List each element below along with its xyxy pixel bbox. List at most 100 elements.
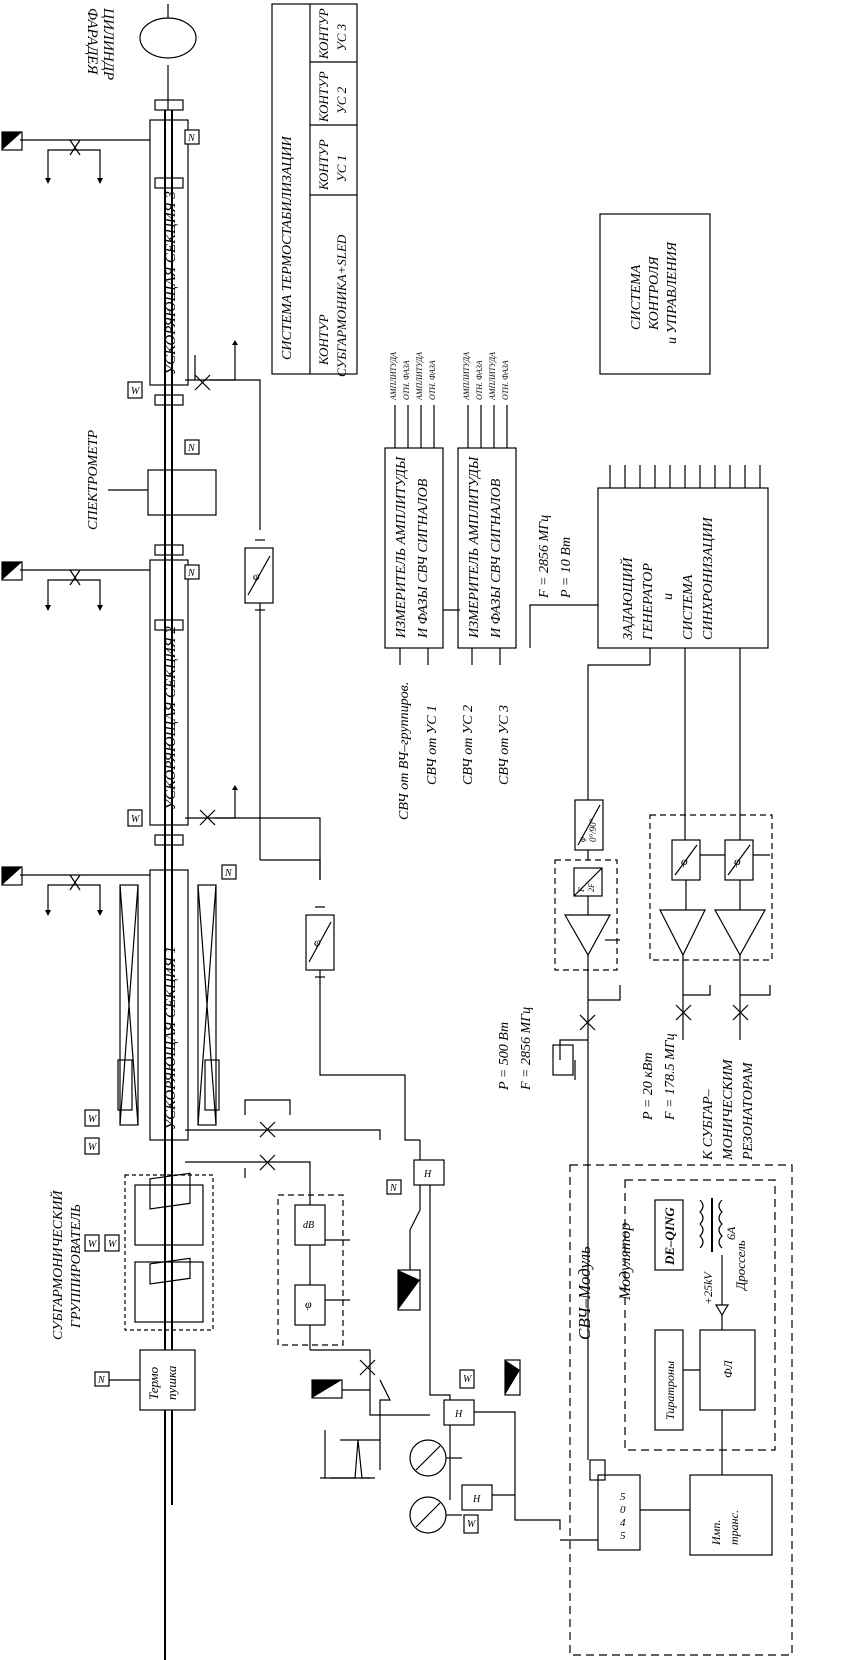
- svg-text:φ: φ: [681, 854, 688, 868]
- rf-module: СВЧ–Модуль Модулятор DE–QING +25kV 6A Др…: [569, 1164, 793, 1656]
- control-system-box: СИСТЕМА КОНТРОЛЯ и УПРАВЛЕНИЯ: [599, 213, 711, 375]
- pulse-shape-inset: [320, 1430, 375, 1479]
- svg-text:φ: φ: [734, 854, 741, 868]
- rf-chain-upper: φ 0°/90° F 2F: [552, 799, 621, 1460]
- svg-text:Имп.: Имп.: [709, 1520, 723, 1546]
- thermo-col-4b: УС 3: [334, 23, 349, 51]
- svg-text:W: W: [108, 1239, 118, 1250]
- svg-text:dB: dB: [303, 1220, 314, 1231]
- meter-block-1: ИЗМЕРИТЕЛЬ АМПЛИТУДЫ И ФАЗЫ СВЧ СИГНАЛОВ: [384, 447, 444, 649]
- svg-text:W: W: [88, 1114, 98, 1125]
- svg-text:ОТН. ФАЗА: ОТН. ФАЗА: [501, 360, 510, 400]
- svg-text:ИЗМЕРИТЕЛЬ АМПЛИТУДЫ: ИЗМЕРИТЕЛЬ АМПЛИТУДЫ: [394, 456, 409, 639]
- svg-text:6A: 6A: [724, 1226, 738, 1240]
- svg-text:Тиратроны: Тиратроны: [663, 1361, 677, 1420]
- svg-text:и: и: [661, 593, 676, 600]
- svg-text:ГРУППИРОВАТЕЛЬ: ГРУППИРОВАТЕЛЬ: [69, 1204, 84, 1329]
- phase-shifter-s1: φ: [305, 906, 420, 1141]
- meter-block-2: ИЗМЕРИТЕЛЬ АМПЛИТУДЫ И ФАЗЫ СВЧ СИГНАЛОВ: [457, 447, 517, 649]
- svg-text:W: W: [88, 1142, 98, 1153]
- svg-text:φ: φ: [577, 837, 587, 842]
- svch-inputs-labels: СВЧ от ВЧ–группиров. СВЧ от УС 1 СВЧ от …: [397, 682, 512, 820]
- svg-text:5: 5: [620, 1530, 626, 1542]
- quad-marker-upper: W: [127, 381, 143, 399]
- svg-text:АМПЛИТУДА: АМПЛИТУДА: [389, 352, 398, 401]
- thermo-col-1b: СУБГАРМОНИКА+SLED: [334, 234, 349, 377]
- svg-text:F = 178.5 МГц: F = 178.5 МГц: [663, 1033, 678, 1121]
- subharmonic-params: P = 20 кВт F = 178.5 МГц К СУБГАР– МОНИЧ…: [641, 1033, 756, 1161]
- svg-text:N: N: [97, 1375, 106, 1386]
- amp-500w-params: P = 500 Вт F = 2856 МГц: [497, 1007, 534, 1091]
- thermo-col-3b: УС 2: [334, 86, 349, 114]
- svg-text:транс.: транс.: [727, 1510, 741, 1545]
- svg-text:+25kV: +25kV: [701, 1271, 715, 1305]
- svg-text:ОТН. ФАЗА: ОТН. ФАЗА: [402, 360, 411, 400]
- svg-text:W: W: [463, 1374, 473, 1385]
- svg-text:F = 2856 МГц: F = 2856 МГц: [537, 515, 552, 599]
- thermo-col-4: КОНТУР: [316, 8, 331, 60]
- svg-text:DE–QING: DE–QING: [662, 1207, 677, 1266]
- svg-text:4: 4: [620, 1517, 626, 1529]
- svg-text:СВЧ–Модуль: СВЧ–Модуль: [575, 1246, 594, 1340]
- svg-text:F = 2856 МГц: F = 2856 МГц: [519, 1007, 534, 1091]
- svg-text:W: W: [131, 386, 141, 397]
- rf-waveguide-main: H N H W: [386, 1140, 561, 1530]
- section-1: УСКОРЯЮЩАЯ СЕКЦИЯ 1 N: [1, 864, 237, 1141]
- svg-text:W: W: [88, 1239, 98, 1250]
- svg-text:0: 0: [620, 1504, 626, 1516]
- thermo-col-3: КОНТУР: [316, 71, 331, 123]
- svg-text:H: H: [423, 1169, 432, 1180]
- svg-text:СИСТЕМА: СИСТЕМА: [629, 264, 644, 330]
- phase-shifter-s2: φ: [244, 539, 321, 880]
- meter-outputs: АМПЛИТУДА ОТН. ФАЗА АМПЛИТУДА ОТН. ФАЗА …: [389, 352, 510, 665]
- subharmonic-amplifiers: φ φ: [649, 814, 773, 1040]
- svg-text:УСКОРЯЮЩАЯ СЕКЦИЯ 3: УСКОРЯЮЩАЯ СЕКЦИЯ 3: [163, 191, 179, 375]
- waveguide-s3: [185, 340, 261, 530]
- svg-text:φ: φ: [305, 1297, 312, 1311]
- svg-text:СВЧ от УС 1: СВЧ от УС 1: [425, 705, 440, 785]
- svg-text:пушка: пушка: [164, 1365, 179, 1400]
- svg-text:АМПЛИТУДА: АМПЛИТУДА: [488, 352, 497, 401]
- svg-text:К СУБГАР–: К СУБГАР–: [701, 1088, 716, 1161]
- svg-text:H: H: [454, 1409, 463, 1420]
- svg-text:N: N: [187, 443, 196, 454]
- svg-text:СВЧ от УС 3: СВЧ от УС 3: [497, 705, 512, 785]
- rf-source-params: F = 2856 МГц P = 10 Вт: [537, 515, 574, 599]
- buncher-feed: [185, 1099, 381, 1180]
- svg-text:ОТН. ФАЗА: ОТН. ФАЗА: [428, 360, 437, 400]
- svg-text:N: N: [224, 868, 233, 879]
- svg-text:0°/90°: 0°/90°: [588, 818, 598, 842]
- waveguide-s2: [185, 785, 321, 880]
- svg-text:W: W: [131, 814, 141, 825]
- svg-text:N: N: [187, 133, 196, 144]
- section-3: УСКОРЯЮЩАЯ СЕКЦИЯ 3 N: [1, 99, 200, 406]
- svg-text:ГЕНЕРАТОР: ГЕНЕРАТОР: [641, 563, 656, 641]
- svg-text:СИНХРОНИЗАЦИИ: СИНХРОНИЗАЦИИ: [701, 516, 716, 640]
- svg-text:СВЧ от ВЧ–группиров.: СВЧ от ВЧ–группиров.: [397, 682, 412, 820]
- faraday-cup: ЦИЛИНДР ФАРАДЕЯ: [84, 4, 197, 110]
- svg-text:2F: 2F: [587, 883, 596, 892]
- svg-text:КОНТРОЛЯ: КОНТРОЛЯ: [647, 256, 662, 331]
- thermo-col-2b: УС 1: [334, 155, 349, 182]
- section-2: УСКОРЯЮЩАЯ СЕКЦИЯ 2 N W: [1, 544, 200, 846]
- svg-text:N: N: [187, 568, 196, 579]
- svg-text:Термо: Термо: [146, 1366, 161, 1400]
- thermo-title: СИСТЕМА ТЕРМОСТАБИЛИЗАЦИИ: [280, 135, 295, 360]
- svg-text:СПЕКТРОМЕТР: СПЕКТРОМЕТР: [86, 429, 101, 530]
- svg-text:N: N: [389, 1183, 398, 1194]
- svg-text:ЗАДАЮЩИЙ: ЗАДАЮЩИЙ: [619, 557, 636, 640]
- thermo-gun: Термо пушка N: [94, 1349, 196, 1411]
- thermo-col-1: КОНТУР: [316, 314, 331, 366]
- svg-text:F: F: [577, 887, 586, 893]
- rf-loads-bottom: H W: [340, 1379, 515, 1534]
- svg-text:СУБГАРМОНИЧЕСКИЙ: СУБГАРМОНИЧЕСКИЙ: [49, 1190, 66, 1340]
- svg-text:ЦИЛИНДР: ЦИЛИНДР: [100, 7, 116, 80]
- svg-text:СВЧ от УС 2: СВЧ от УС 2: [461, 705, 476, 785]
- svg-text:УСКОРЯЮЩАЯ СЕКЦИЯ 2: УСКОРЯЮЩАЯ СЕКЦИЯ 2: [163, 626, 179, 810]
- faraday-cup-label: ЦИЛИНДР ФАРАДЕЯ: [84, 7, 116, 80]
- svg-text:АМПЛИТУДА: АМПЛИТУДА: [462, 352, 471, 401]
- svg-text:Дроссель: Дроссель: [733, 1240, 748, 1292]
- svg-text:ФАРАДЕЯ: ФАРАДЕЯ: [84, 8, 100, 75]
- svg-text:φ: φ: [314, 935, 321, 949]
- svg-text:W: W: [467, 1519, 477, 1530]
